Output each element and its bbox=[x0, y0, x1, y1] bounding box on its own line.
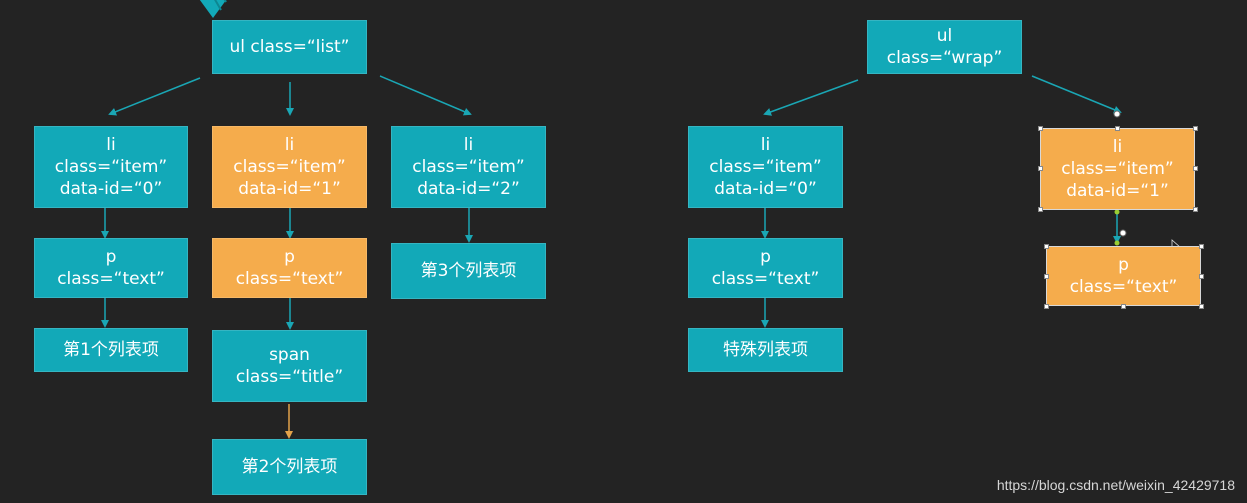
resize-handle[interactable] bbox=[1038, 166, 1043, 171]
resize-handle[interactable] bbox=[1199, 274, 1204, 279]
node-line: 第1个列表项 bbox=[63, 340, 159, 360]
node-line: li bbox=[1112, 137, 1123, 157]
node-line: class=“wrap” bbox=[886, 48, 1003, 68]
resize-handle[interactable] bbox=[1199, 304, 1204, 309]
resize-handle[interactable] bbox=[1121, 304, 1126, 309]
watermark-url: https://blog.csdn.net/weixin_42429718 bbox=[996, 477, 1235, 493]
node-line: class=“text” bbox=[57, 269, 165, 289]
edge-wrap-li1 bbox=[1031, 75, 1122, 114]
node-line: p bbox=[284, 247, 295, 267]
node-line: li bbox=[284, 135, 295, 155]
node-wrap-p-text-1[interactable]: p class=“text” bbox=[1046, 246, 1201, 306]
node-line: class=“title” bbox=[235, 367, 344, 387]
resize-handle[interactable] bbox=[1199, 244, 1204, 249]
node-span-title[interactable]: span class=“title” bbox=[212, 330, 367, 402]
node-wrap-li-0[interactable]: li class=“item” data-id=“0” bbox=[688, 126, 843, 208]
node-p-text-1[interactable]: p class=“text” bbox=[212, 238, 367, 298]
node-text-item-1[interactable]: 第1个列表项 bbox=[34, 328, 188, 372]
node-li-2[interactable]: li class=“item” data-id=“2” bbox=[391, 126, 546, 208]
node-line: class=“item” bbox=[709, 157, 822, 177]
edge-root-li2 bbox=[379, 75, 472, 116]
edge-wrap-li0 bbox=[763, 79, 859, 116]
node-line: data-id=“0” bbox=[59, 179, 163, 199]
node-wrap-li-1[interactable]: li class=“item” data-id=“1” bbox=[1040, 128, 1195, 210]
resize-handle[interactable] bbox=[1193, 166, 1198, 171]
node-line: class=“item” bbox=[1061, 159, 1174, 179]
node-line: data-id=“1” bbox=[1066, 181, 1169, 201]
decorative-shape bbox=[199, 0, 227, 18]
resize-handle[interactable] bbox=[1193, 207, 1198, 212]
node-li-1[interactable]: li class=“item” data-id=“1” bbox=[212, 126, 367, 208]
node-wrap-p-text-0[interactable]: p class=“text” bbox=[688, 238, 843, 298]
node-line: 特殊列表项 bbox=[723, 340, 808, 360]
node-line: li bbox=[463, 135, 474, 155]
node-li-0[interactable]: li class=“item” data-id=“0” bbox=[34, 126, 188, 208]
node-line: p bbox=[760, 247, 771, 267]
node-line: class=“text” bbox=[1069, 277, 1178, 297]
node-line: li bbox=[760, 135, 771, 155]
node-line: ul bbox=[936, 26, 953, 46]
node-line: data-id=“2” bbox=[417, 179, 520, 199]
resize-handle[interactable] bbox=[1115, 126, 1120, 131]
node-ul-wrap[interactable]: ul class=“wrap” bbox=[867, 20, 1022, 74]
connector-handle-bottom[interactable] bbox=[1114, 240, 1120, 246]
node-line: li bbox=[106, 135, 116, 155]
node-line: data-id=“1” bbox=[238, 179, 341, 199]
node-line: class=“item” bbox=[233, 157, 346, 177]
node-line: p bbox=[1118, 255, 1129, 275]
node-line: span bbox=[269, 345, 310, 365]
node-p-text-0[interactable]: p class=“text” bbox=[34, 238, 188, 298]
rotate-handle-li1[interactable] bbox=[1113, 110, 1121, 118]
node-line: p bbox=[105, 247, 117, 267]
resize-handle[interactable] bbox=[1193, 126, 1198, 131]
resize-handle[interactable] bbox=[1044, 304, 1049, 309]
connector-handle-top[interactable] bbox=[1114, 209, 1120, 215]
node-special-item[interactable]: 特殊列表项 bbox=[688, 328, 843, 372]
node-line: 第2个列表项 bbox=[241, 457, 338, 477]
node-line: class=“item” bbox=[54, 157, 168, 177]
node-line: class=“text” bbox=[235, 269, 344, 289]
rotate-handle-p1[interactable] bbox=[1119, 229, 1127, 237]
node-line: class=“text” bbox=[711, 269, 820, 289]
node-line: data-id=“0” bbox=[714, 179, 817, 199]
node-line: ul class=“list” bbox=[229, 37, 350, 57]
resize-handle[interactable] bbox=[1044, 244, 1049, 249]
node-line: 第3个列表项 bbox=[420, 261, 517, 281]
node-line: class=“item” bbox=[412, 157, 525, 177]
resize-handle[interactable] bbox=[1044, 274, 1049, 279]
node-ul-list[interactable]: ul class=“list” bbox=[212, 20, 367, 74]
edge-root-li0 bbox=[108, 77, 201, 116]
node-text-item-3[interactable]: 第3个列表项 bbox=[391, 243, 546, 299]
resize-handle[interactable] bbox=[1038, 126, 1043, 131]
node-text-item-2[interactable]: 第2个列表项 bbox=[212, 439, 367, 495]
resize-handle[interactable] bbox=[1038, 207, 1043, 212]
